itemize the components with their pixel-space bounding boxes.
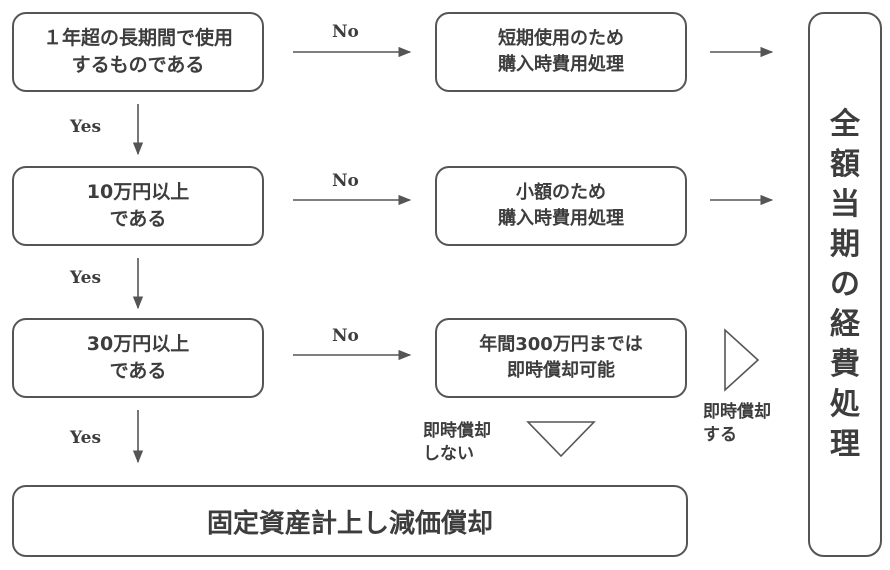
result-box-short-term: 短期使用のため 購入時費用処理 <box>435 12 687 92</box>
expense-char-5: の <box>830 266 860 302</box>
result-3-line2: 即時償却可能 <box>507 360 615 381</box>
decision-1-line2: するものである <box>71 54 205 76</box>
expense-char-4: 期 <box>830 226 860 262</box>
label-no-1: No <box>332 22 359 42</box>
result-2-line1: 小額のため <box>516 182 606 203</box>
result-3-line1: 年間300万円までは <box>479 334 643 355</box>
label-yes-3: Yes <box>70 428 102 448</box>
label-no-3: No <box>332 326 359 346</box>
decision-3-line2: である <box>109 360 167 382</box>
decision-2-line2: である <box>109 208 167 230</box>
expense-char-8: 処 <box>830 386 860 422</box>
result-box-immediate-depreciation: 年間300万円までは 即時償却可能 <box>435 318 687 398</box>
note-no-line2: しない <box>423 444 474 464</box>
decision-box-long-term: １年超の長期間で使用 するものである <box>12 12 264 92</box>
note-immediate-depreciation-no: 即時償却 しない <box>423 420 491 466</box>
decision-box-300k: 30万円以上 である <box>12 318 264 398</box>
expense-char-3: 当 <box>830 186 860 222</box>
note-no-line1: 即時償却 <box>423 421 491 441</box>
decision-3-line1: 30万円以上 <box>86 333 190 355</box>
expense-char-9: 理 <box>830 426 860 462</box>
expense-char-2: 額 <box>830 146 860 182</box>
note-yes-line2: する <box>703 425 737 445</box>
triangle-right-icon <box>724 328 760 392</box>
note-immediate-depreciation-yes: 即時償却 する <box>703 401 771 447</box>
bottom-result-text: 固定資産計上し減価償却 <box>206 508 493 539</box>
expense-char-7: 費 <box>830 346 860 382</box>
triangle-down-icon <box>526 421 596 458</box>
result-box-small-amount: 小額のため 購入時費用処理 <box>435 166 687 246</box>
result-1-line1: 短期使用のため <box>498 28 624 49</box>
expense-char-1: 全 <box>830 106 860 142</box>
decision-1-line1: １年超の長期間で使用 <box>42 27 233 49</box>
expense-char-6: 経 <box>830 306 860 342</box>
label-yes-1: Yes <box>70 117 102 137</box>
note-yes-line1: 即時償却 <box>703 402 771 422</box>
label-yes-2: Yes <box>70 268 102 288</box>
result-1-line2: 購入時費用処理 <box>498 54 624 75</box>
result-box-fixed-asset: 固定資産計上し減価償却 <box>12 485 688 557</box>
result-2-line2: 購入時費用処理 <box>498 208 624 229</box>
label-no-2: No <box>332 171 359 191</box>
decision-box-100k: 10万円以上 である <box>12 166 264 246</box>
decision-2-line1: 10万円以上 <box>86 181 190 203</box>
result-box-total-expense: 全 額 当 期 の 経 費 処 理 <box>808 12 882 557</box>
